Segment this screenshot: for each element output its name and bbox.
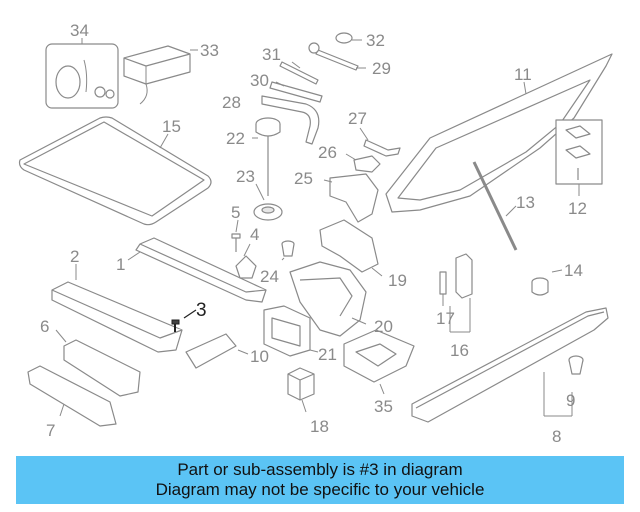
part-34-kit <box>45 38 119 109</box>
callout-31: 31 <box>262 45 281 64</box>
callout-4: 4 <box>250 225 259 244</box>
part-8-bumper-beam <box>411 307 609 423</box>
callout-5: 5 <box>231 203 240 222</box>
callout-23: 23 <box>236 167 255 186</box>
callout-28: 28 <box>222 93 241 112</box>
part-16-17-striker <box>439 253 473 333</box>
part-23-nut <box>253 183 283 221</box>
callout-3: 3 <box>196 300 207 321</box>
part-29-31-tools <box>279 42 366 85</box>
part-6-trim <box>55 329 141 397</box>
callout-25: 25 <box>294 169 313 188</box>
callout-10: 10 <box>250 347 269 366</box>
callout-30: 30 <box>250 71 269 90</box>
callout-34: 34 <box>70 21 89 40</box>
callout-7: 7 <box>46 421 55 440</box>
part-12-plate <box>555 119 603 196</box>
part-24-clip <box>281 240 295 261</box>
part-13-strut <box>472 161 518 251</box>
callout-24: 24 <box>260 267 279 286</box>
callout-6: 6 <box>40 317 49 336</box>
part-27-clip <box>359 127 401 157</box>
part-21-frame <box>263 305 319 357</box>
callout-1: 1 <box>116 255 125 274</box>
banner-line-1: Part or sub-assembly is #3 in diagram <box>177 460 463 479</box>
callout-14: 14 <box>564 261 583 280</box>
callout-33: 33 <box>200 41 219 60</box>
callout-20: 20 <box>374 317 393 336</box>
part-15-trunk-mat <box>18 116 212 226</box>
callout-32: 32 <box>366 31 385 50</box>
parts-diagram: 1 2 3 4 5 6 7 8 9 10 11 12 13 14 15 16 1… <box>18 21 613 446</box>
callout-9: 9 <box>566 391 575 410</box>
part-18-block <box>287 367 315 413</box>
part-28-handle <box>261 95 320 145</box>
banner-line-2: Diagram may not be specific to your vehi… <box>155 480 485 499</box>
callout-8: 8 <box>552 427 561 446</box>
callout-21: 21 <box>318 345 337 364</box>
part-22-jack <box>252 117 281 196</box>
callout-29: 29 <box>372 59 391 78</box>
callout-19: 19 <box>388 271 407 290</box>
part-35-bracket <box>343 329 415 395</box>
part-9-grommet <box>568 355 584 375</box>
callout-2: 2 <box>70 247 79 266</box>
part-33-compressor <box>123 45 198 105</box>
callout-26: 26 <box>318 143 337 162</box>
part-32-ring <box>335 32 362 44</box>
callout-11: 11 <box>514 65 532 84</box>
callout-27: 27 <box>348 109 367 128</box>
info-banner: Part or sub-assembly is #3 in diagram Di… <box>16 456 624 504</box>
part-19-bracket <box>319 219 383 277</box>
part-2-panel <box>51 264 183 353</box>
part-3-screw <box>171 309 197 332</box>
callout-16: 16 <box>450 341 469 360</box>
callout-22: 22 <box>226 129 245 148</box>
part-7-trim <box>27 365 117 427</box>
part-5-screw <box>231 219 241 252</box>
part-4-clip <box>235 243 257 279</box>
part-1-panel <box>127 237 267 303</box>
callout-15: 15 <box>162 117 181 136</box>
callout-35: 35 <box>374 397 393 416</box>
part-26-bracket <box>345 153 381 173</box>
part-14-bumper <box>531 269 563 296</box>
callout-13: 13 <box>516 193 535 212</box>
part-20-bracket <box>289 261 367 337</box>
part-30-tool <box>269 81 323 103</box>
callout-12: 12 <box>568 199 587 218</box>
callout-17: 17 <box>436 309 455 328</box>
part-25-bracket <box>323 173 379 223</box>
part-10-part <box>185 333 249 369</box>
callout-18: 18 <box>310 417 329 436</box>
